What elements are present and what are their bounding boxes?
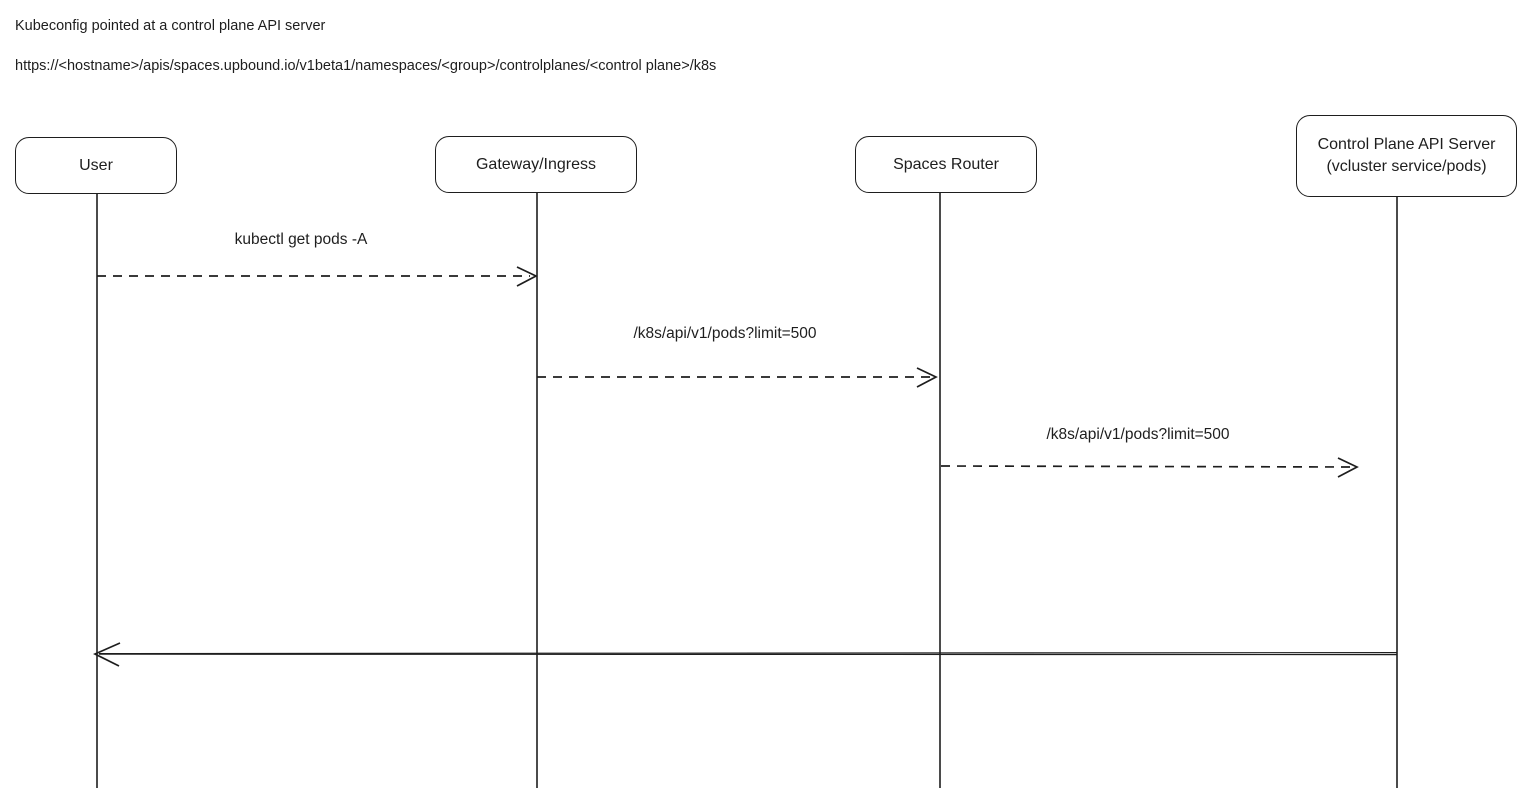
actor-label: Gateway/Ingress xyxy=(475,155,597,173)
arrowhead-right-2 xyxy=(916,367,938,388)
actor-box-gateway-ingress: Gateway/Ingress xyxy=(435,136,637,193)
arrowhead-right-3 xyxy=(1337,457,1359,478)
actor-label: Control Plane API Server xyxy=(1317,136,1496,154)
message-label-3: /k8s/api/v1/pods?limit=500 xyxy=(1046,426,1230,443)
message-arrow-return xyxy=(93,642,1398,667)
arrowhead-right-1 xyxy=(516,266,538,287)
actor-label: Spaces Router xyxy=(893,155,999,173)
actor-label: User xyxy=(79,156,113,174)
message-label-1: kubectl get pods -A xyxy=(234,231,368,248)
diagram-url: https://<hostname>/apis/spaces.upbound.i… xyxy=(15,58,717,74)
message-arrow-2 xyxy=(537,367,938,388)
diagram-title: Kubeconfig pointed at a control plane AP… xyxy=(15,18,326,34)
arrowhead-left-return xyxy=(93,642,121,667)
actor-sublabel: (vcluster service/pods) xyxy=(1326,158,1487,175)
message-label-2: /k8s/api/v1/pods?limit=500 xyxy=(633,325,817,342)
message-arrow-1 xyxy=(97,266,538,287)
actor-box-user: User xyxy=(15,137,177,194)
actor-box-control-plane-api-server: Control Plane API Server (vcluster servi… xyxy=(1296,115,1517,197)
message-arrow-3 xyxy=(940,457,1359,478)
actor-box-spaces-router: Spaces Router xyxy=(855,136,1037,193)
